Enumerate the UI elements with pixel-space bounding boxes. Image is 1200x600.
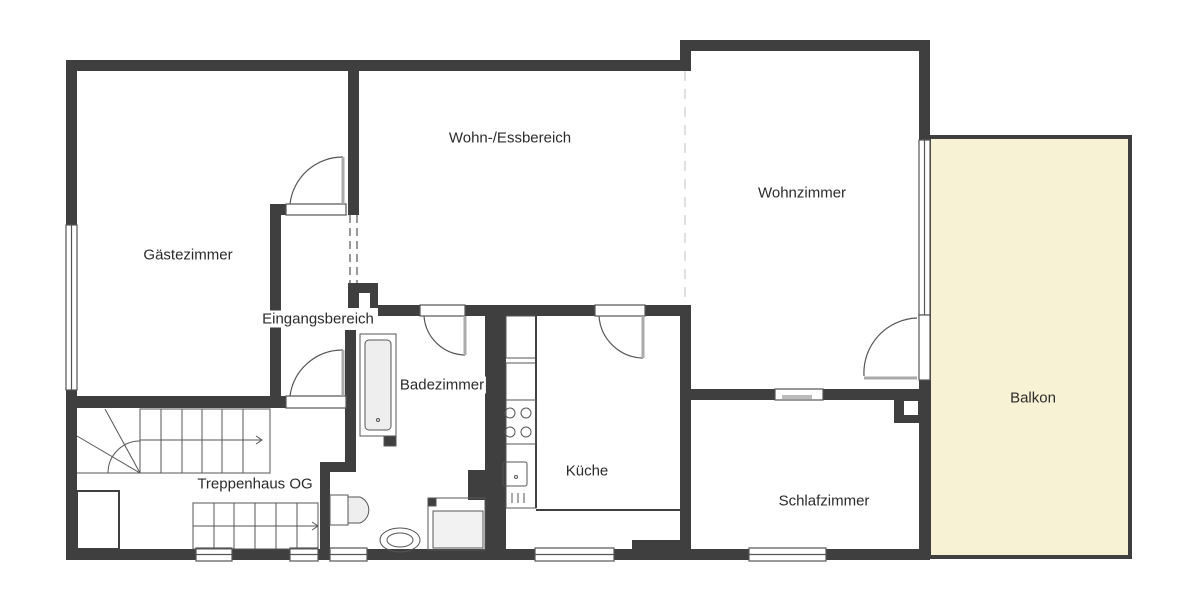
room-label-wohnzimmer: Wohnzimmer xyxy=(757,184,847,202)
room-label-treppenhaus-og: Treppenhaus OG xyxy=(195,475,315,493)
room-label-gaestezimmer: Gästezimmer xyxy=(143,246,233,264)
kitchen-fixtures xyxy=(502,315,680,511)
room-label-balkon: Balkon xyxy=(1010,389,1056,407)
room-label-eingangsbereich: Eingangsbereich xyxy=(260,310,376,328)
balcony-area xyxy=(927,135,1132,559)
room-label-schlafzimmer: Schlafzimmer xyxy=(778,492,870,510)
doors xyxy=(285,71,931,409)
windows xyxy=(65,139,931,562)
bathroom-fixtures xyxy=(329,333,486,553)
room-label-kueche: Küche xyxy=(565,462,609,480)
shaft xyxy=(904,401,918,415)
stairs xyxy=(76,408,319,550)
room-label-badezimmer: Badezimmer xyxy=(397,376,487,394)
room-label-wohn-essbereich: Wohn-/Essbereich xyxy=(448,129,572,147)
walls xyxy=(66,40,930,560)
